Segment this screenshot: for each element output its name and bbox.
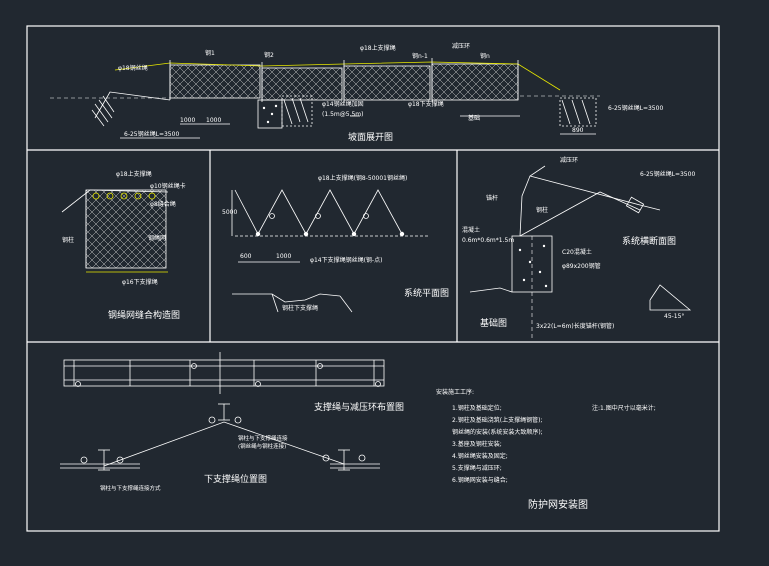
elevation-label-brace: 减压环 — [452, 42, 470, 50]
mesh-label-sew-rope: φ8缝合绳 — [150, 200, 176, 208]
plan-dim-c: 5000 — [222, 209, 237, 216]
elevation-label-anchor-left: 6-25钢丝绳L=3500 — [124, 130, 179, 138]
lower-rope-view — [60, 403, 380, 471]
elevation-mark-2: 钢2 — [264, 51, 274, 59]
elevation-label-rope-bottom: φ18下支撑绳 — [408, 100, 444, 108]
lower-rope-label-right-2: (钢丝绳与钢柱连接) — [238, 442, 286, 450]
elevation-label-rope-top: φ18上支撑绳 — [360, 44, 396, 52]
section-label-bolt: 锚杆 — [486, 194, 498, 202]
mesh-detail-title: 钢绳网缝合构造图 — [108, 309, 180, 321]
elevation-label-base: 基础 — [468, 114, 480, 122]
sheet-title: 防护网安装图 — [528, 498, 588, 511]
lower-rope-label-left: 钢柱与下支撑绳连接方式 — [100, 484, 161, 492]
elevation-mark-n: 钢n — [480, 52, 490, 60]
elevation-dim-2: 1000 — [206, 117, 221, 124]
plan-dim-a: 600 — [240, 253, 252, 260]
section-label-post: 钢柱 — [536, 206, 548, 214]
section-label-angle: 45-15° — [664, 313, 684, 320]
section-label-anchor: 6-25钢丝绳L=3500 — [640, 170, 695, 178]
plan-dim-b: 1000 — [276, 253, 291, 260]
notes-remark: 注:1.图中尺寸以毫米计; — [592, 404, 656, 412]
sheet-border — [26, 25, 720, 532]
notes-item-1: 1.钢柱及基础定位; — [452, 404, 502, 412]
upper-rope-title: 支撑绳与减压环布置图 — [314, 401, 404, 413]
plan-label-rope: φ18上支撑绳(钢8-50001钢丝绳) — [318, 174, 407, 182]
section-label-size: 0.6m*0.6m*1.5m — [462, 237, 514, 244]
section-view — [469, 165, 692, 340]
plan-label-sub: φ14下支撑绳钢丝绳(钢-点) — [310, 256, 382, 264]
elevation-mark-1: 钢1 — [205, 49, 215, 57]
mesh-label-bottom-rope: φ16下支撑绳 — [122, 278, 158, 286]
lower-rope-title: 下支撑绳位置图 — [204, 473, 267, 485]
section-title: 系统横断面图 — [622, 235, 676, 247]
mesh-label-post: 钢柱 — [62, 236, 74, 244]
notes-item-7: 6.钢绳网安装与缝合; — [452, 476, 508, 484]
foundation-title: 基础图 — [480, 317, 507, 329]
mesh-detail-view — [61, 189, 169, 273]
elevation-dim-3: 890 — [572, 127, 584, 134]
plan-label-bottom: 钢柱下支撑绳 — [282, 304, 318, 312]
elevation-dim-1: 1000 — [180, 117, 195, 124]
section-label-note: 3x22(L=6m)长度锚杆(钢管) — [536, 322, 614, 330]
notes-item-6: 5.支撑绳与减压环; — [452, 464, 502, 472]
notes-item-3: 钢丝绳的安装(系统安装大致顺序); — [452, 428, 543, 436]
section-label-grout: C20混凝土 — [562, 248, 592, 256]
section-label-brace: 减压环 — [560, 156, 578, 164]
mesh-label-net: 钢绳网 — [148, 234, 166, 242]
notes-item-2: 2.钢柱及基础浇筑(上支撑绳钢管); — [452, 416, 542, 424]
elevation-label-anchor-right: 6-25钢丝绳L=3500 — [608, 104, 663, 112]
plan-title: 系统平面图 — [404, 287, 449, 299]
section-label-concrete: 混凝土 — [462, 226, 480, 234]
notes-heading: 安装施工工序: — [436, 388, 474, 396]
elevation-mark-3: 钢n-1 — [412, 52, 428, 60]
notes-item-4: 3.基座及钢柱安装; — [452, 440, 502, 448]
lower-rope-label-right-1: 钢柱与下支撑绳连接 — [238, 434, 288, 442]
section-label-pipe: φ89x200钢管 — [562, 262, 601, 270]
notes-item-5: 4.钢丝绳安装及固定; — [452, 452, 508, 460]
plan-view — [231, 189, 430, 313]
mesh-label-clip: φ10钢丝绳卡 — [150, 182, 186, 190]
elevation-view — [50, 58, 600, 139]
elevation-title: 坡面展开图 — [348, 131, 393, 143]
elevation-label-rope-left: φ18钢丝绳 — [118, 64, 148, 72]
elevation-note-2: (1.5m@5.5m) — [322, 111, 363, 118]
elevation-note-1: φ14钢丝绳加固 — [322, 100, 364, 108]
mesh-label-top-rope: φ18上支撑绳 — [116, 170, 152, 178]
upper-rope-layout-view — [63, 352, 385, 394]
